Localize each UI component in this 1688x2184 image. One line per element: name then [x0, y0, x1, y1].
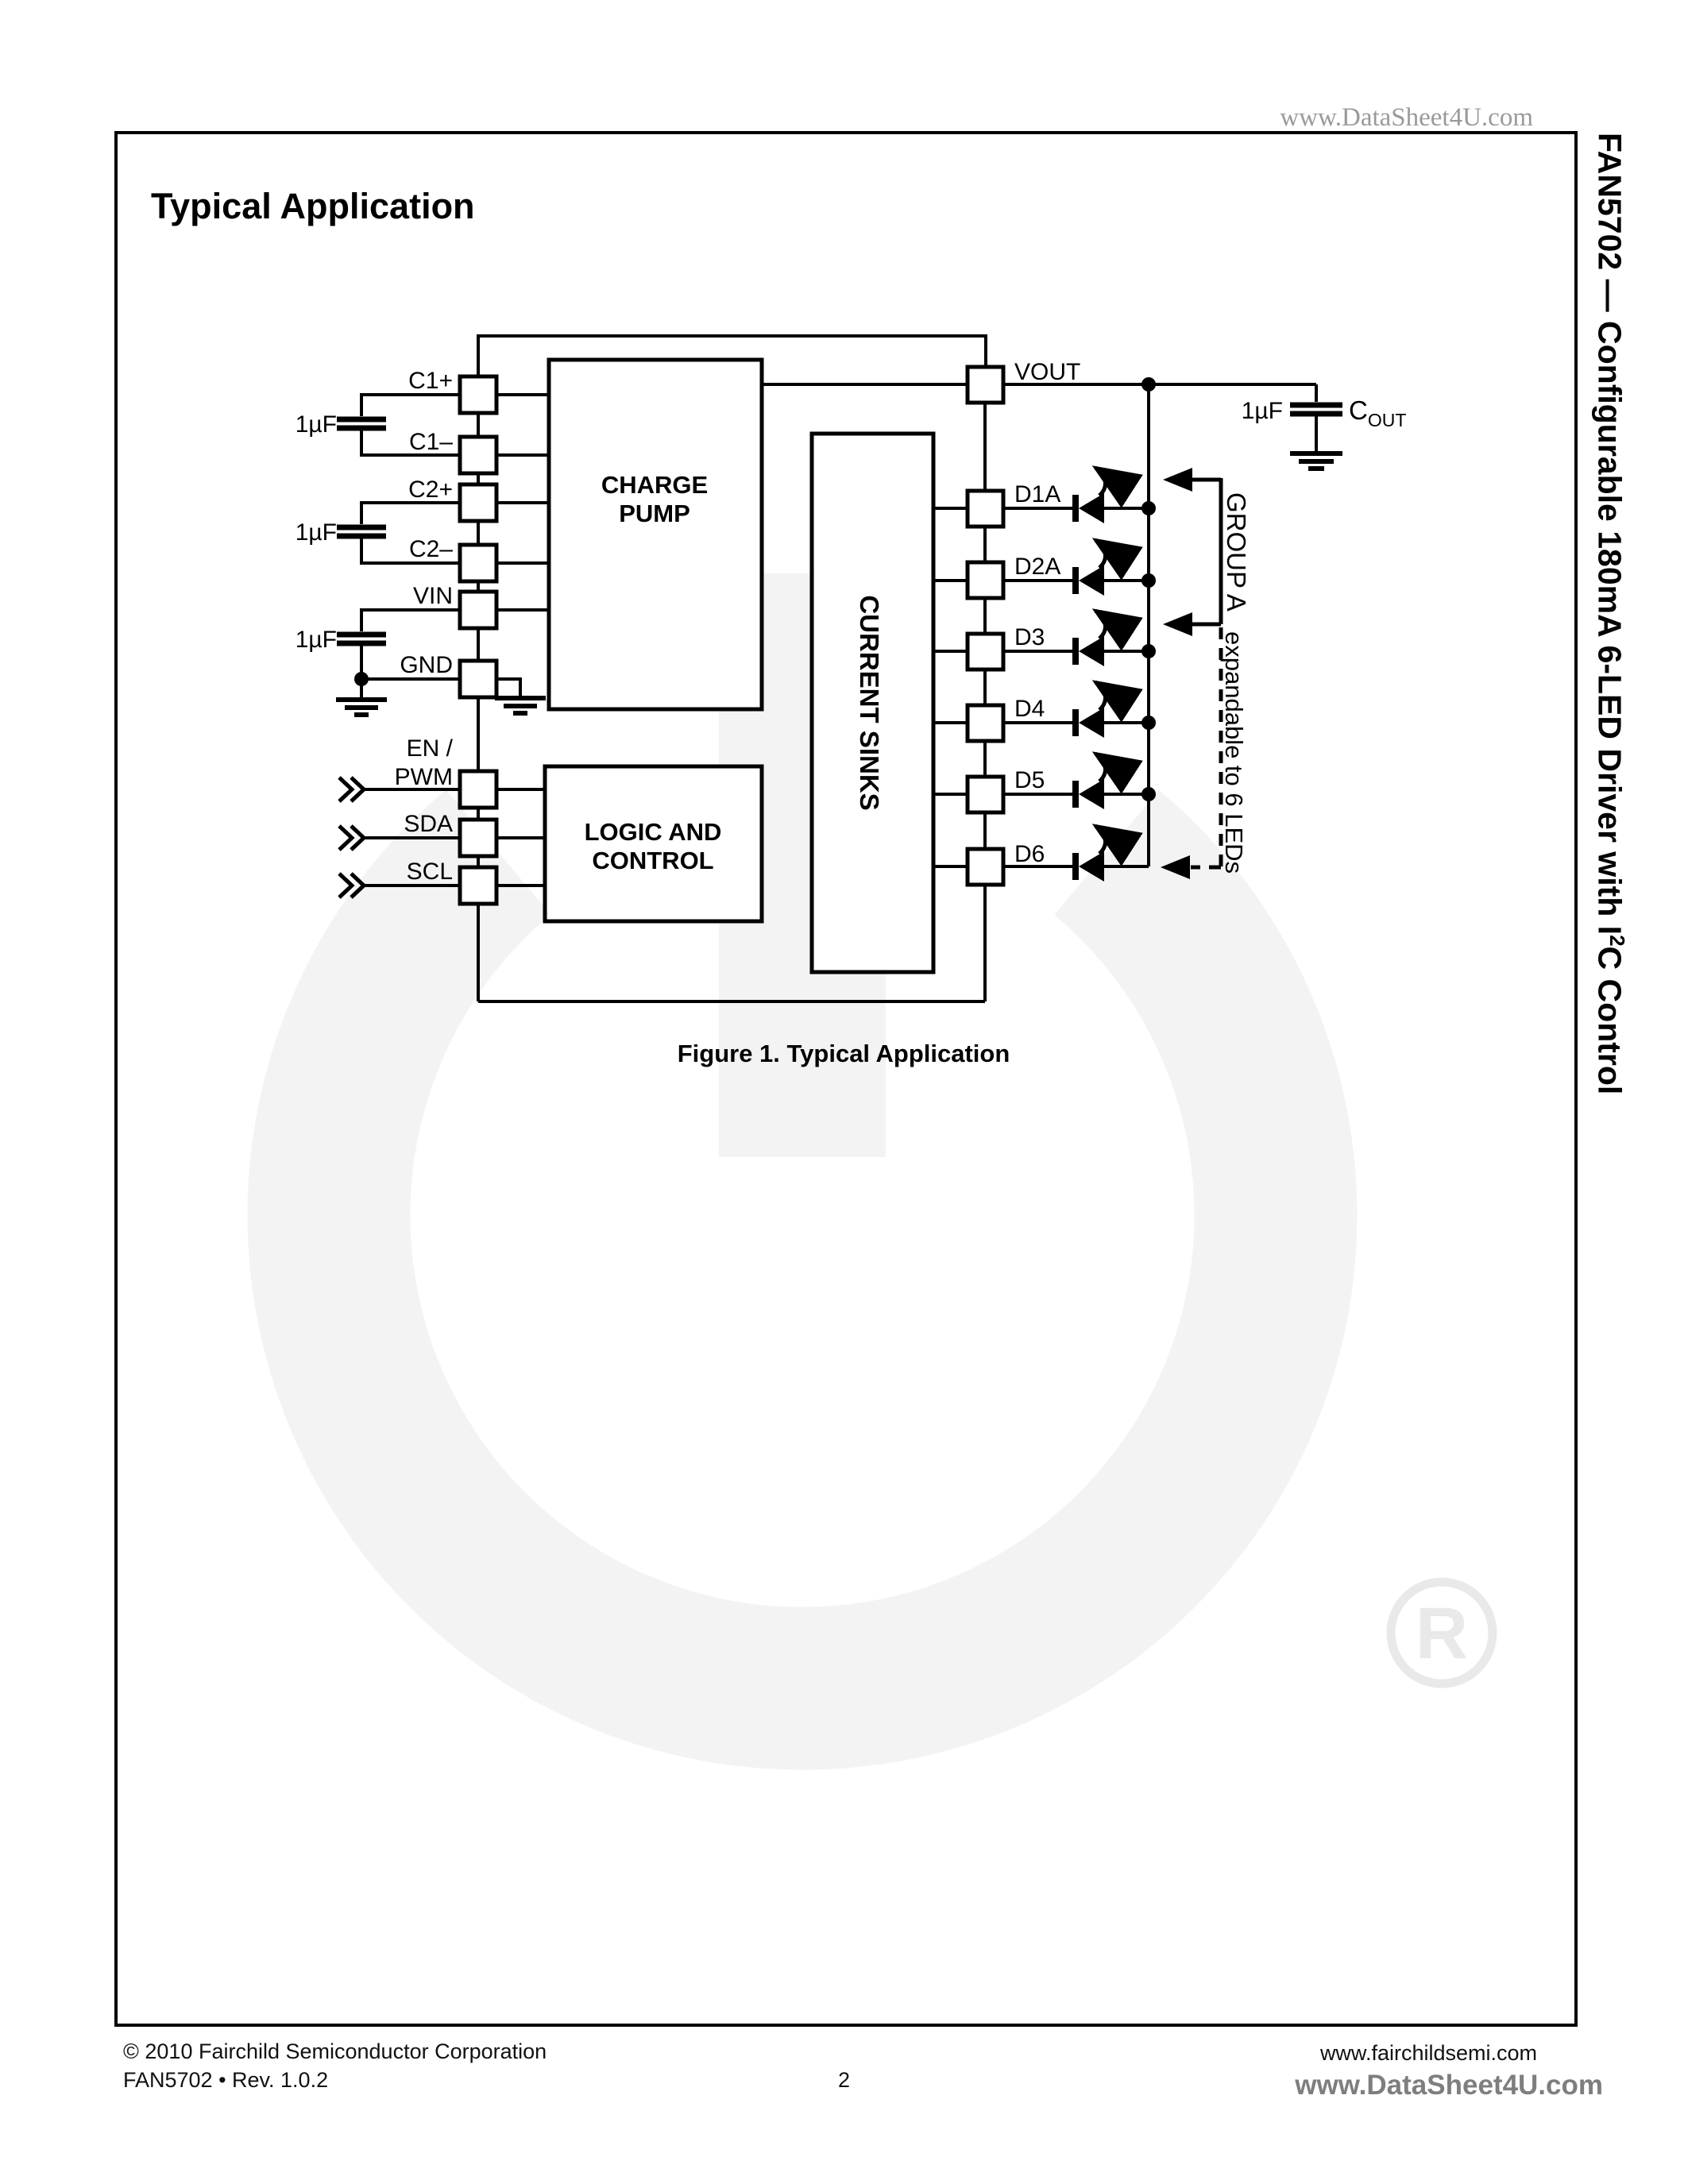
function-blocks	[543, 357, 936, 974]
ic-outline	[477, 334, 987, 1003]
pin-label-c2n: C2–	[409, 536, 453, 562]
pin-boxes	[458, 365, 1006, 906]
footer-doc-rev: FAN5702 • Rev. 1.0.2	[123, 2068, 329, 2092]
pin-label-d5: D5	[1014, 767, 1045, 793]
footer-watermark-url: www.DataSheet4U.com	[1295, 2070, 1603, 2101]
leds	[1072, 465, 1143, 882]
side-vertical-title: FAN5702 — Configurable 180mA 6-LED Drive…	[1590, 133, 1629, 1094]
footer-copyright: © 2010 Fairchild Semiconductor Corporati…	[123, 2039, 547, 2063]
group-a-label: GROUP A	[1222, 492, 1251, 612]
footer-page-number: 2	[837, 2068, 851, 2092]
pin-labels: C1+ C1– C2+ C2– VIN GND EN / PWM SDA SCL…	[395, 359, 1081, 885]
page-border-frame	[114, 131, 1578, 2027]
pin-label-d6: D6	[1014, 841, 1045, 867]
pin-label-c1n: C1–	[409, 429, 453, 455]
footer-site-url: www.fairchildsemi.com	[1319, 2041, 1537, 2065]
side-title-text-end: C Control	[1591, 946, 1628, 1095]
cap3-value: 1µF	[295, 627, 337, 653]
led-icon	[1072, 538, 1143, 596]
pin-label-pwm: PWM	[395, 764, 453, 790]
pin-label-vin: VIN	[413, 583, 453, 609]
block-labels: CHARGE PUMP LOGIC AND CONTROL CURRENT SI…	[585, 471, 884, 874]
logic-control-block	[543, 764, 764, 924]
cout-subscript: OUT	[1368, 410, 1407, 430]
capacitor-labels: 1µF 1µF 1µF 1µF COUT	[295, 396, 1407, 653]
wires	[360, 383, 1318, 887]
figure-caption: Figure 1. Typical Application	[678, 1040, 1010, 1067]
ground-symbols	[336, 451, 1342, 717]
annotation-labels: GROUP A expandable to 6 LEDs	[1220, 492, 1251, 874]
charge-pump-block	[547, 357, 764, 712]
pin-label-sda: SDA	[404, 811, 453, 837]
cap1-value: 1µF	[295, 411, 337, 438]
side-title-superscript: 2	[1605, 935, 1629, 947]
led-icon	[1072, 751, 1143, 809]
arrow-left-icon	[1163, 468, 1192, 492]
logic-label-2: CONTROL	[592, 847, 713, 874]
pin-label-d4: D4	[1014, 696, 1045, 722]
arrow-left-dashed-icon	[1161, 855, 1190, 879]
pin-label-d1a: D1A	[1014, 481, 1060, 507]
arrow-left-icon	[1163, 612, 1192, 636]
pin-label-vout: VOUT	[1014, 359, 1080, 385]
ground-icon	[1290, 451, 1342, 471]
group-a-arrows	[1161, 468, 1223, 879]
pin-label-d2a: D2A	[1014, 554, 1060, 580]
logic-label-1: LOGIC AND	[585, 818, 722, 846]
pin-label-gnd: GND	[400, 652, 453, 678]
pin-label-c2p: C2+	[408, 477, 453, 503]
svg-text:R: R	[1416, 1593, 1468, 1674]
pin-label-c1p: C1+	[408, 368, 453, 394]
charge-pump-label-2: PUMP	[619, 500, 690, 527]
input-chevron-icons	[338, 776, 367, 899]
side-title-text: FAN5702 — Configurable 180mA 6-LED Drive…	[1591, 133, 1628, 936]
led-icon	[1072, 465, 1143, 523]
cout-value: 1µF	[1242, 398, 1283, 424]
led-icon	[1072, 824, 1143, 882]
charge-pump-label-1: CHARGE	[601, 471, 708, 499]
section-title: Typical Application	[151, 186, 475, 226]
registered-trademark-icon: R	[1386, 1577, 1497, 1688]
led-icon	[1072, 608, 1143, 666]
current-sinks-block	[809, 431, 936, 974]
cout-name: COUT	[1349, 396, 1406, 430]
cap2-value: 1µF	[295, 519, 337, 546]
ground-icon	[336, 697, 387, 717]
capacitors	[337, 402, 1342, 646]
pin-label-en: EN /	[407, 735, 454, 762]
pin-label-scl: SCL	[407, 859, 453, 885]
pin-label-d3: D3	[1014, 624, 1045, 650]
header-watermark-url: www.DataSheet4U.com	[1280, 103, 1533, 132]
junction-dots	[354, 377, 1156, 801]
led-icon	[1072, 680, 1143, 738]
current-sinks-label: CURRENT SINKS	[855, 595, 884, 810]
expandable-label: expandable to 6 LEDs	[1220, 631, 1248, 874]
ground-icon	[495, 696, 546, 716]
